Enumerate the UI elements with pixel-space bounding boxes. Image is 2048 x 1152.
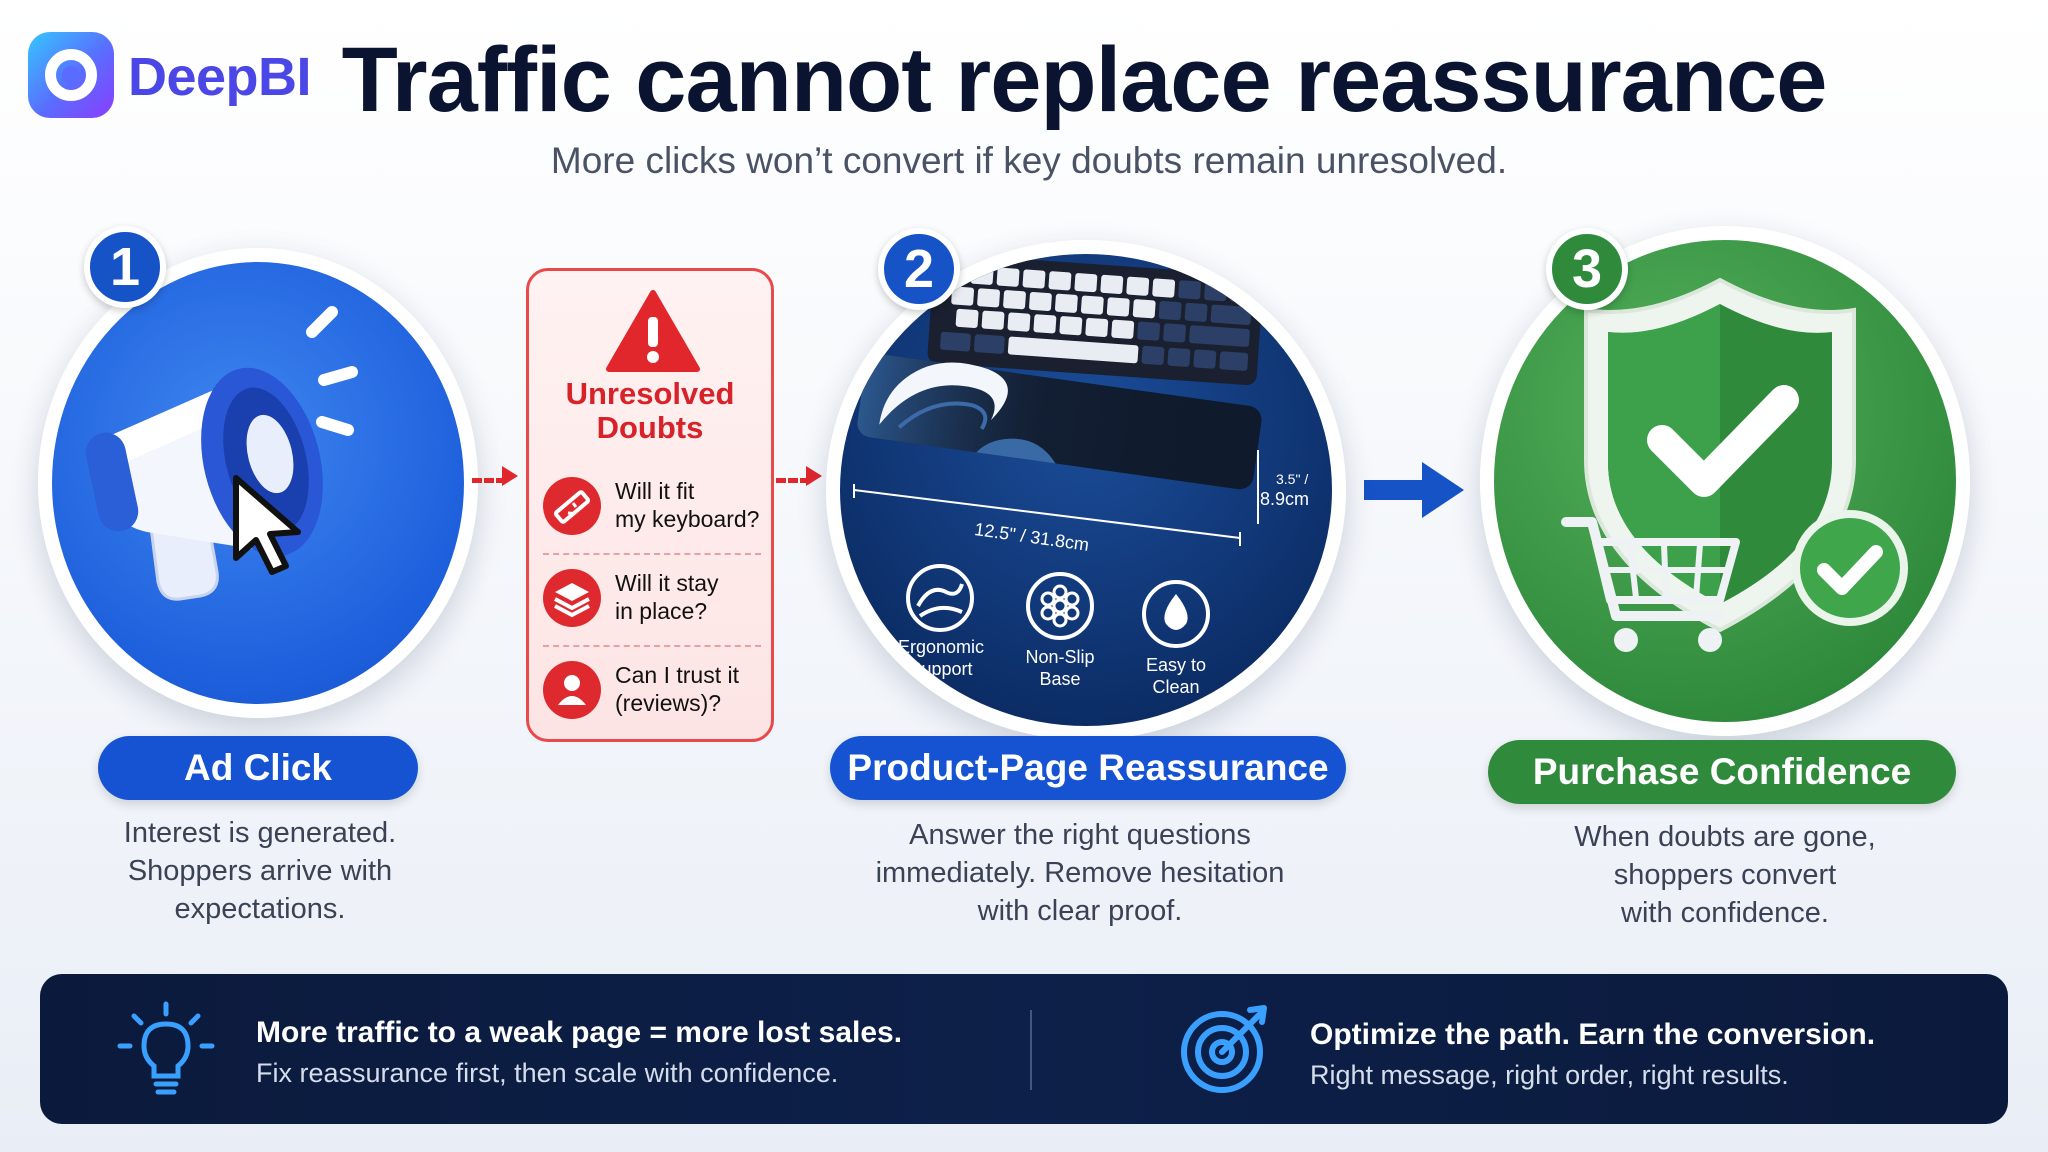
step-2-label: Product-Page Reassurance <box>830 736 1346 800</box>
dashed-arrow-1 <box>472 466 518 486</box>
dimension-height-label-a: 3.5" / <box>1276 471 1309 487</box>
dimension-height-label-b: 8.9cm <box>1260 489 1310 509</box>
purchase-confidence-illustration <box>1480 226 1970 736</box>
doubts-title: Unresolved Doubts <box>565 376 735 445</box>
brand-name: DeepBI <box>128 47 312 107</box>
megaphone-icon <box>85 306 358 601</box>
page-subtitle: More clicks won’t convert if key doubts … <box>550 140 1508 181</box>
footer-banner: More traffic to a weak page = more lost … <box>40 974 2008 1124</box>
dashed-arrow-2 <box>776 466 822 486</box>
page-title: Traffic cannot replace reassurance <box>341 29 1828 131</box>
cursor-icon <box>233 475 301 575</box>
step-1-label: Ad Click <box>98 736 418 800</box>
deepbi-logo-icon <box>28 32 114 118</box>
lightbulb-icon <box>117 1001 215 1095</box>
check-badge-icon <box>1792 510 1908 626</box>
ruler-icon <box>543 477 601 535</box>
doubt-item: Can I trust it(reviews)? <box>543 653 765 737</box>
shopping-cart-icon <box>1561 517 1740 652</box>
footer-divider <box>1030 1010 1032 1090</box>
keyboard-wrist-rest-icon <box>853 254 1264 648</box>
step-3-label: Purchase Confidence <box>1488 740 1956 804</box>
footer-right-heading: Optimize the path. Earn the conversion. <box>1310 1018 1876 1051</box>
user-icon <box>543 661 601 719</box>
step-3-badge: 3 <box>1546 228 1628 310</box>
footer-left-subtext: Fix reassurance first, then scale with c… <box>256 1058 839 1088</box>
footer-left-heading: More traffic to a weak page = more lost … <box>256 1016 903 1049</box>
warning-icon <box>606 290 700 372</box>
target-icon <box>1181 1005 1267 1093</box>
step-1-description: Interest is generated.Shoppers arrive wi… <box>123 817 397 925</box>
layers-icon <box>543 569 601 627</box>
solid-arrow-icon <box>1364 462 1464 518</box>
footer-right-subtext: Right message, right order, right result… <box>1310 1060 1789 1090</box>
step-1-badge: 1 <box>84 226 166 308</box>
step-2-badge: 2 <box>878 228 960 310</box>
ad-click-illustration <box>38 248 478 718</box>
